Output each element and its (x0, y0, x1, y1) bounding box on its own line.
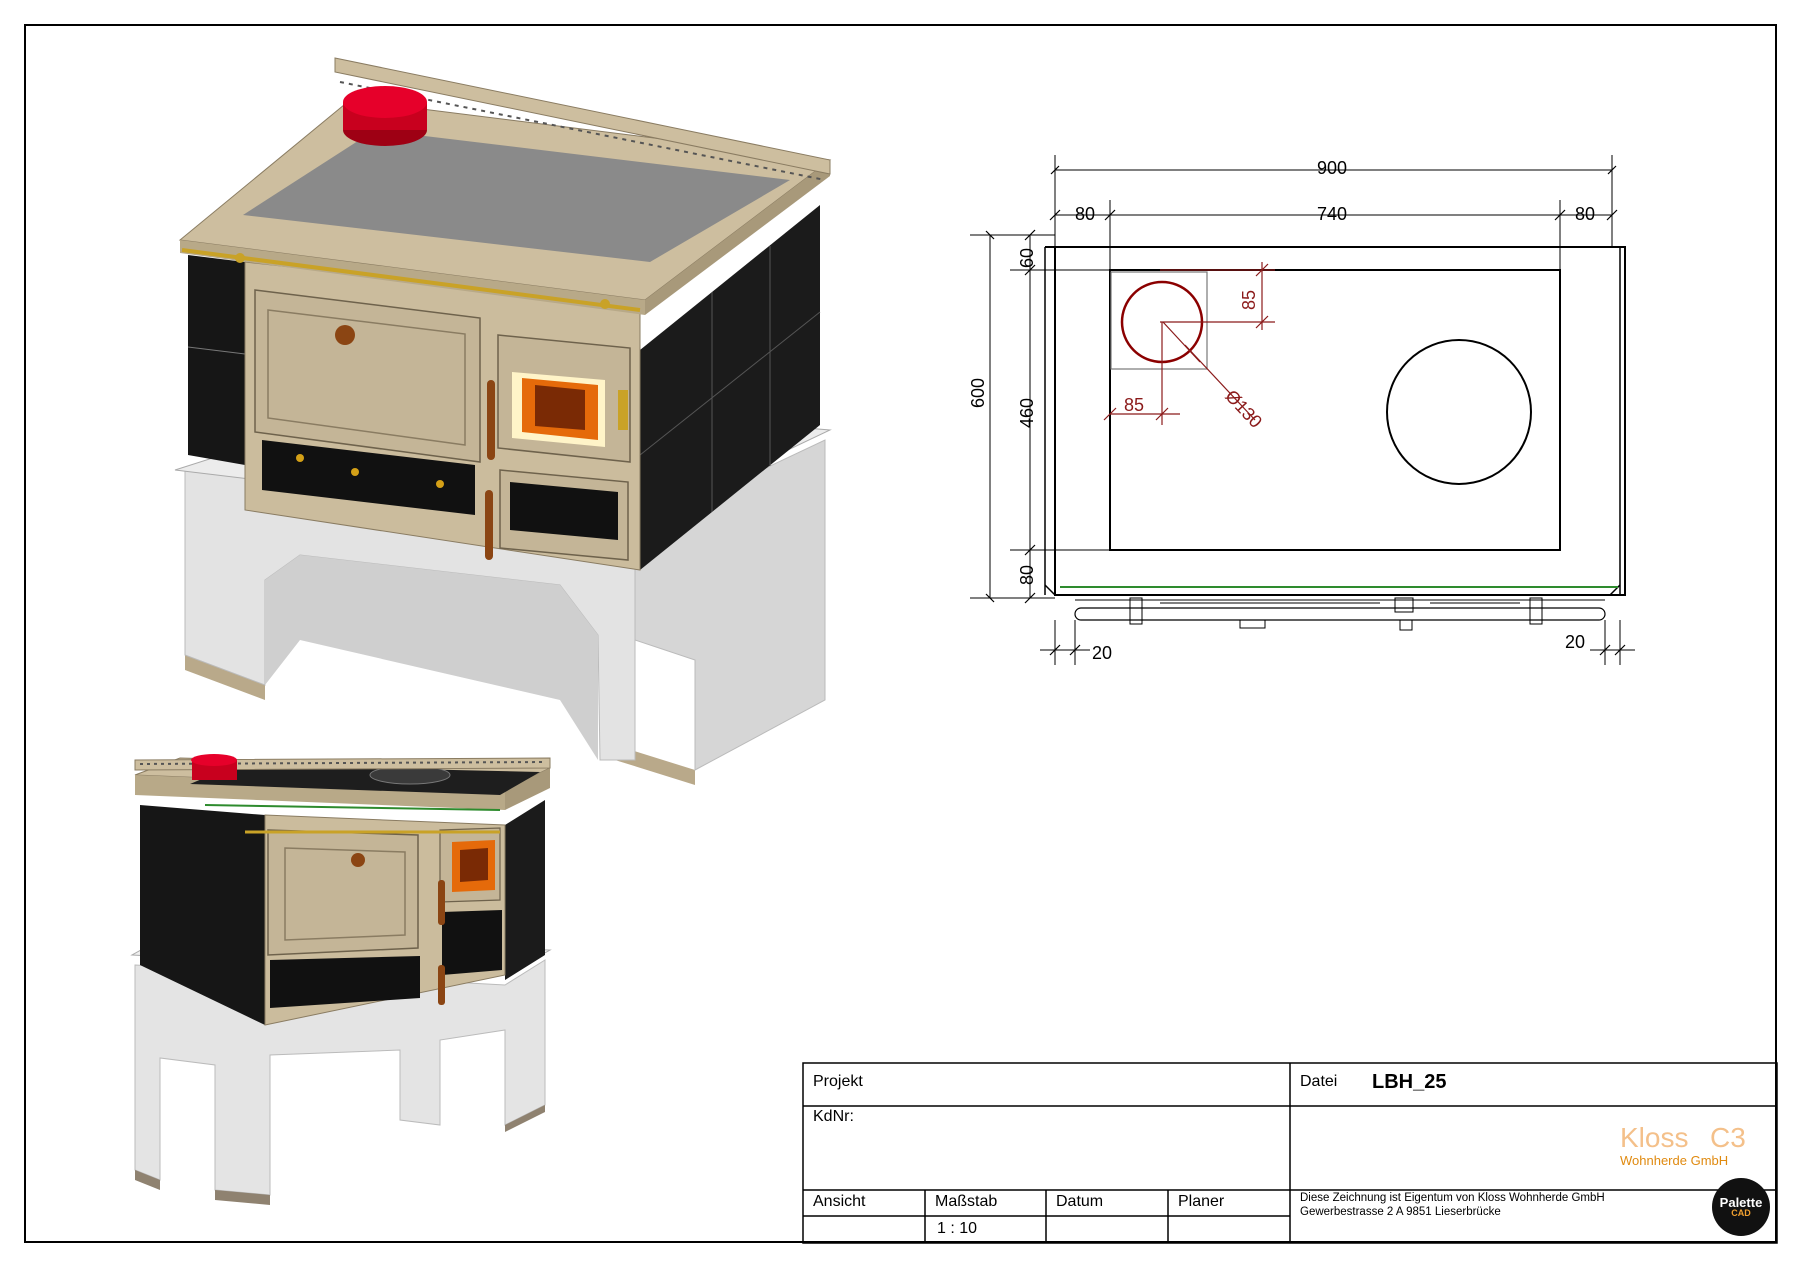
ownership-line-1: Diese Zeichnung ist Eigentum von Kloss W… (1300, 1192, 1605, 1204)
cooktop-outline (1109, 269, 1561, 551)
dim-right-margin: 80 (1575, 204, 1596, 224)
ownership-line-2: Gewerbestrasse 2 A 9851 Lieserbrücke (1300, 1206, 1501, 1218)
brand-name: Kloss (1620, 1122, 1689, 1153)
brand-mark: C3 (1710, 1122, 1746, 1153)
stove-outline (1054, 246, 1626, 596)
software-badge-sub: CAD (1731, 1208, 1751, 1218)
dim-left-margin: 80 (1075, 204, 1096, 224)
dim-hole-offset-x: 85 (1124, 395, 1145, 415)
planner-label: Planer (1178, 1193, 1225, 1210)
scale-label: Maßstab (935, 1193, 998, 1210)
dim-left-offset: 20 (1092, 643, 1113, 663)
customer-number-label: KdNr: (813, 1108, 854, 1125)
brand-tagline: Wohnherde GmbH (1620, 1153, 1729, 1168)
software-badge-label: Palette (1719, 1195, 1763, 1210)
scale-value: 1 : 10 (937, 1220, 978, 1237)
hotplate-ring (1386, 339, 1532, 485)
project-label: Projekt (813, 1073, 863, 1090)
dim-right-offset: 20 (1565, 632, 1586, 652)
file-label: Datei (1300, 1073, 1338, 1090)
view-label: Ansicht (813, 1193, 866, 1210)
file-value: LBH_25 (1372, 1071, 1447, 1093)
date-label: Datum (1056, 1193, 1104, 1210)
dim-overall-width: 900 (1317, 158, 1348, 178)
dim-plate-width: 740 (1317, 204, 1348, 224)
software-badge: Palette CAD (1712, 1178, 1770, 1236)
sheet-border (24, 24, 1777, 1243)
